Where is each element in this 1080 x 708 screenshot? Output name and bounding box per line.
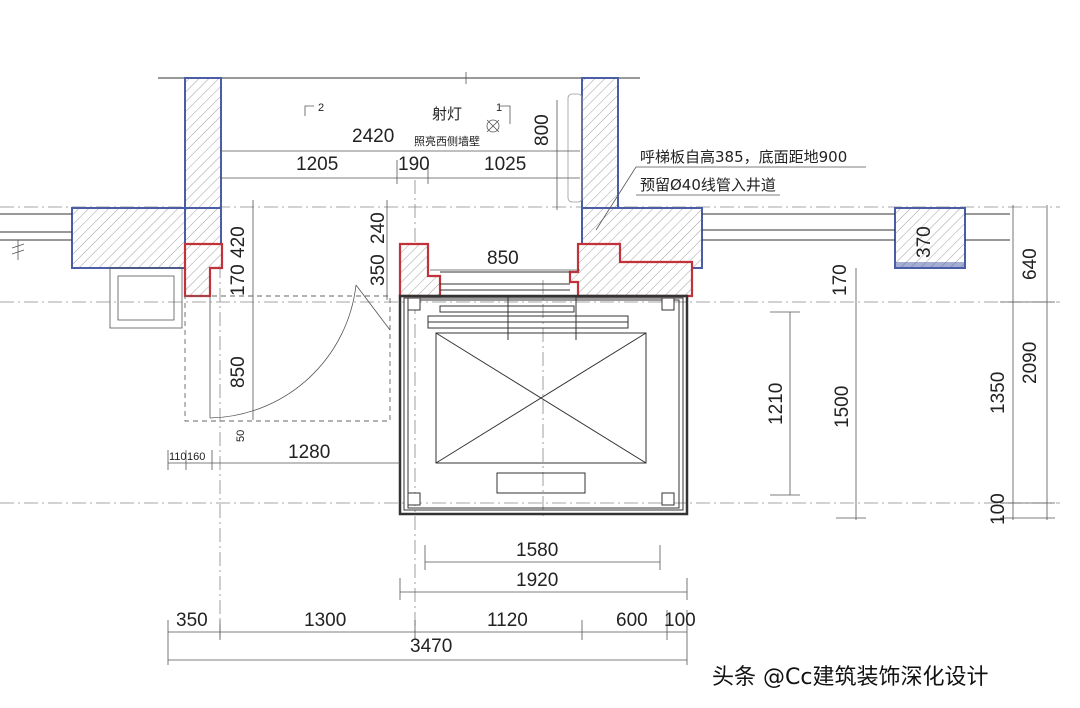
dim-350: 350: [368, 254, 389, 286]
dim-1205: 1205: [296, 154, 338, 175]
dim-2090: 2090: [1020, 342, 1041, 384]
dim-1500: 1500: [832, 386, 853, 428]
dim-100h: 100: [664, 610, 696, 631]
left-dimensions: 420 170 850 50 240 350: [228, 200, 389, 442]
mark-2: 2: [318, 102, 324, 114]
call-panel-note: 呼梯板自高385，底面距地900: [640, 148, 847, 166]
dim-850a: 850: [228, 356, 249, 388]
dim-100v: 100: [988, 493, 1009, 525]
dim-160: 160: [187, 451, 205, 463]
spotlight-label: 射灯: [432, 105, 462, 123]
dim-1350: 1350: [988, 372, 1009, 414]
dim-50: 50: [235, 430, 247, 442]
conduit-note: 预留Ø40线管入井道: [640, 176, 776, 194]
dim-190: 190: [398, 154, 430, 175]
dim-1920: 1920: [516, 570, 558, 591]
dim-1280: 1280: [288, 442, 330, 463]
misc-marks: [11, 240, 25, 260]
dim-350b: 350: [176, 610, 208, 631]
dim-170b: 170: [830, 264, 851, 296]
top-dimensions: 2420 1205 190 1025 800: [220, 100, 580, 210]
top-corridor: [158, 72, 640, 84]
overall-dimensions: 350 1300 1120 600 100 3470: [167, 610, 696, 665]
dim-1025: 1025: [484, 154, 526, 175]
dim-1580: 1580: [516, 540, 558, 561]
dim-370: 370: [914, 226, 935, 258]
dim-640: 640: [1020, 248, 1041, 280]
door-area: [184, 284, 391, 422]
dim-2420: 2420: [352, 126, 394, 147]
spotlight-annotation: 射灯 照亮西侧墙壁 2 1: [304, 93, 583, 203]
right-dimensions: 370 640 170 1210 1500 1350 2090 100: [766, 205, 1055, 525]
spotlight-note: 照亮西侧墙壁: [414, 134, 480, 148]
dim-170a: 170: [228, 264, 249, 296]
dim-1210: 1210: [766, 383, 787, 425]
dim-1300: 1300: [304, 610, 346, 631]
dim-600: 600: [616, 610, 648, 631]
walls: [0, 77, 1010, 269]
new-walls: [183, 242, 694, 298]
dim-240: 240: [368, 212, 389, 244]
dim-850b: 850: [487, 248, 519, 269]
dim-420: 420: [228, 226, 249, 258]
axis-lines: [0, 120, 1060, 640]
dim-110: 110: [169, 451, 187, 463]
left-bottom-dimensions: 110 160 1280: [167, 442, 400, 470]
door-width-dimension: 850: [430, 248, 580, 271]
dim-1120: 1120: [487, 610, 528, 631]
shaft-width-dimensions: 1580 1920: [399, 540, 688, 600]
mark-1: 1: [496, 102, 502, 114]
elevator-shaft: [398, 271, 689, 516]
dim-800: 800: [532, 114, 553, 146]
call-panel-annotation: 呼梯板自高385，底面距地900 预留Ø40线管入井道: [595, 148, 866, 231]
utility-box: [109, 267, 183, 329]
dim-3470: 3470: [410, 636, 452, 657]
watermark: 头条 @Cc建筑装饰深化设计: [712, 665, 988, 690]
